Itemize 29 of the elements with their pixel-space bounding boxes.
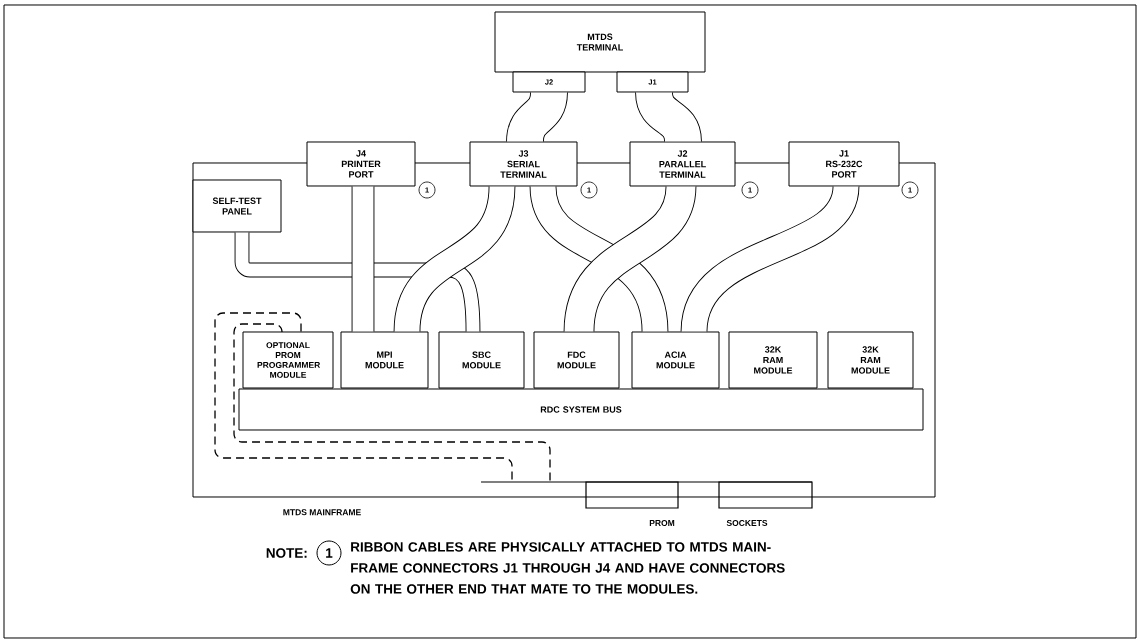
module-box: 32K RAM MODULE — [827, 331, 914, 389]
ribbon-cable — [351, 186, 375, 332]
ribbon-cable — [506, 91, 568, 143]
ribbon-cable — [680, 184, 860, 334]
dashed-cable — [214, 312, 513, 483]
ribbon-cable — [563, 184, 697, 333]
ribbon-cable — [234, 232, 481, 332]
callout-number: 1 — [316, 540, 342, 566]
module-box: SBC MODULE — [438, 331, 525, 389]
module-box: FDC MODULE — [533, 331, 620, 389]
connector-box: J3 SERIAL TERMINAL — [469, 141, 578, 187]
note-text: RIBBON CABLES ARE PHYSICALLY ATTACHED TO MTDS MAIN-FRAME CONNECTORS J1 THROUGH J4 AND HAVE CONNECTORS ON THE OTHER END THAT MATE TO THE MODULES. — [350, 542, 785, 594]
panel-box: SELF-TEST PANEL — [192, 179, 282, 233]
socket-label: PROM — [649, 520, 675, 526]
module-box: MPI MODULE — [340, 331, 429, 389]
note-label: NOTE: — [266, 548, 307, 558]
socket-strip — [480, 481, 813, 509]
node-label: MTDS MAINFRAME — [283, 509, 361, 516]
socket-label: SOCKETS — [726, 520, 768, 526]
ribbon-cable — [635, 90, 702, 144]
dashed-cable — [233, 323, 551, 483]
module-box: OPTIONAL PROM PROGRAMMER MODULE — [242, 331, 334, 389]
module-box: 32K RAM MODULE — [728, 331, 818, 389]
module-box: ACIA MODULE — [631, 331, 720, 389]
ribbon-cable — [529, 184, 669, 333]
connector-box: J4 PRINTER PORT — [306, 141, 416, 187]
connector-box: J1 RS-232C PORT — [788, 141, 900, 187]
ribbon-cable — [393, 185, 516, 333]
connector-box: J2 PARALLEL TERMINAL — [629, 141, 736, 187]
